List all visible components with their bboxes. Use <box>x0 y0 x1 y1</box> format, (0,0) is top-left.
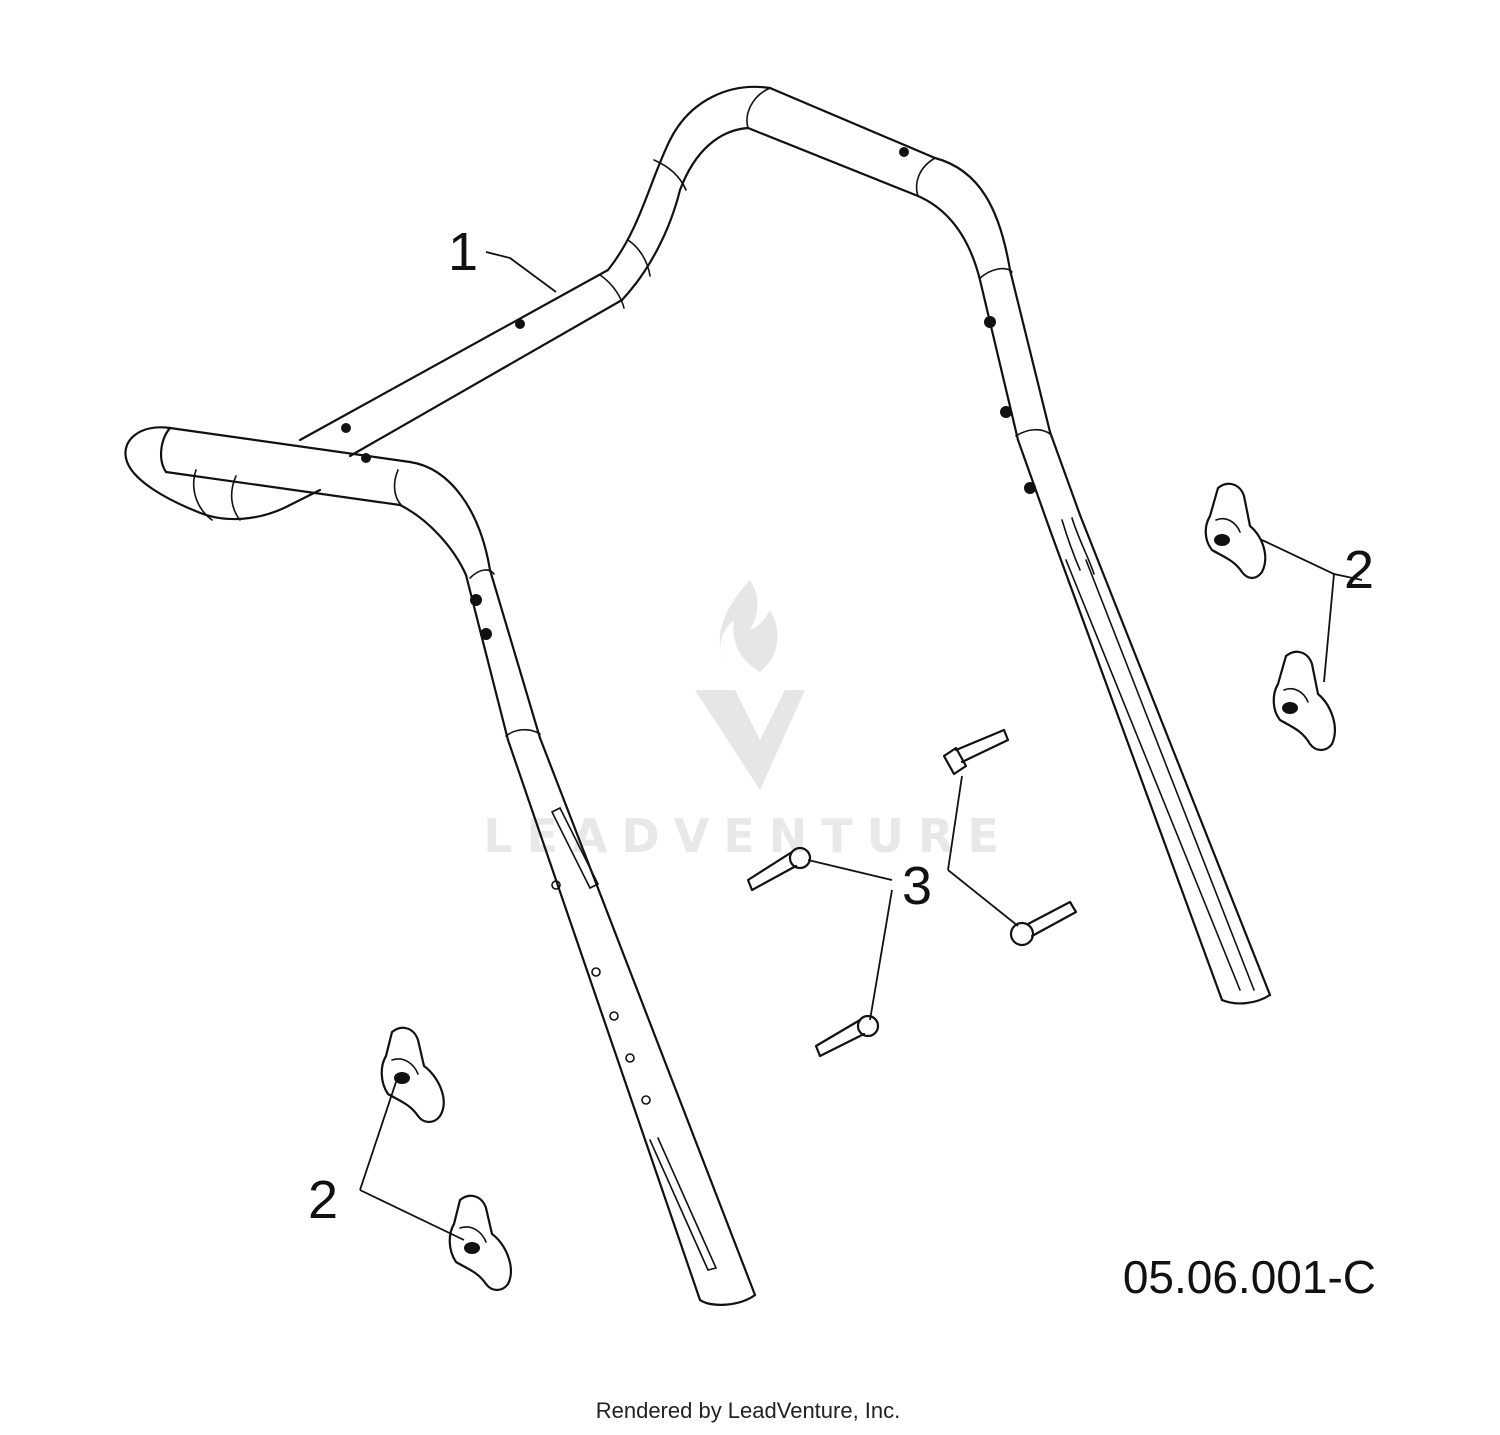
knob-right-lower <box>1272 650 1336 752</box>
bolt-lower <box>814 1014 880 1058</box>
callout-1: 1 <box>448 222 478 282</box>
watermark: LEADVENTURE <box>483 580 1013 863</box>
v-logo-icon <box>695 690 805 790</box>
render-credit: Rendered by LeadVenture, Inc. <box>596 1398 901 1423</box>
flame-icon <box>719 580 778 672</box>
bolt-upper <box>942 728 1010 776</box>
knob-right-upper <box>1204 482 1267 580</box>
callout-2-right: 2 <box>1344 540 1374 600</box>
figure-code: 05.06.001-C <box>1123 1251 1376 1303</box>
leader-lines <box>359 251 1363 1241</box>
bolt-left <box>746 846 812 892</box>
callout-2-left: 2 <box>308 1170 338 1230</box>
knob-left-lower <box>448 1194 512 1292</box>
knob-left-upper <box>380 1026 445 1124</box>
callout-3: 3 <box>902 856 932 916</box>
bolt-right <box>1009 900 1078 947</box>
watermark-text: LEADVENTURE <box>483 809 1013 863</box>
upper-handle <box>124 85 1272 1306</box>
